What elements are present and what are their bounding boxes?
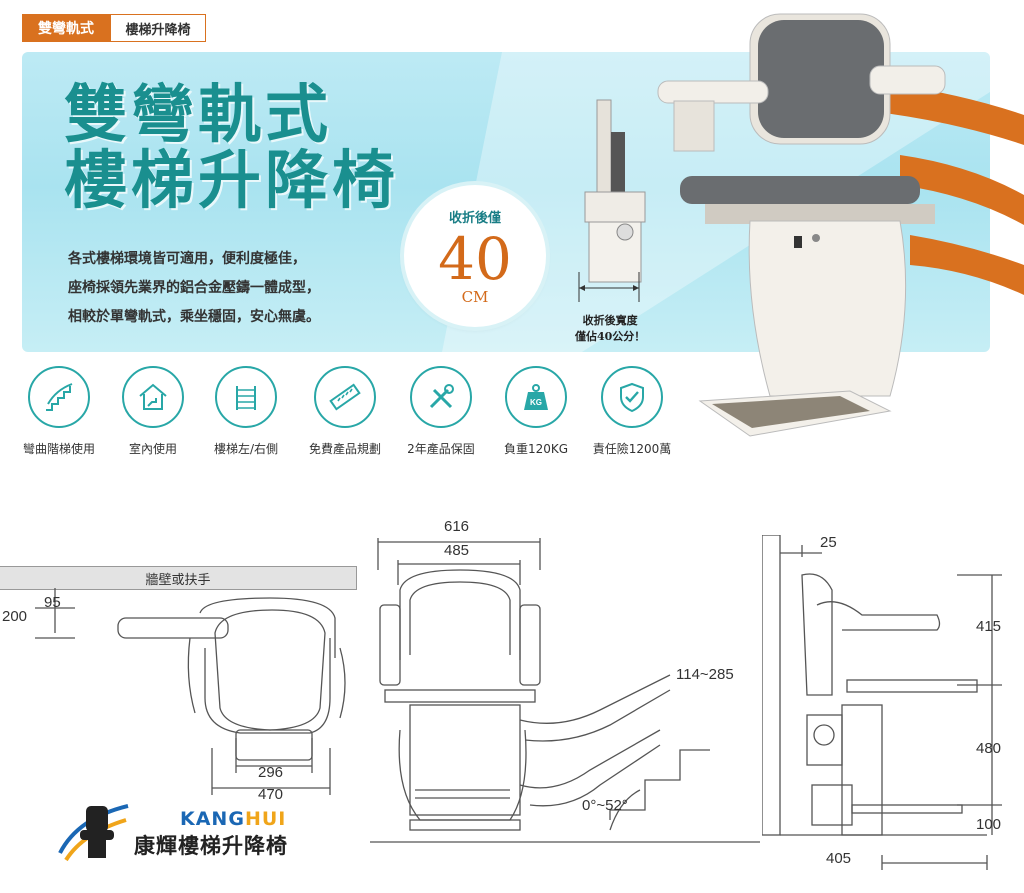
- dim-angle: 0°~52°: [582, 797, 628, 814]
- dim-405: 405: [826, 850, 852, 867]
- ruler-icon: [314, 366, 376, 428]
- dim-415: 415: [976, 618, 1002, 635]
- weight-badge-text: KG: [530, 398, 542, 407]
- logo-en-part1: KANG: [180, 808, 245, 830]
- dim-296: 296: [258, 764, 284, 781]
- dim-485: 485: [444, 542, 470, 559]
- logo-chinese: 康輝樓梯升降椅: [134, 834, 288, 858]
- stairs-left-right-icon: [215, 366, 277, 428]
- folded-width-note: 收折後寬度 僅佔40公分！: [575, 313, 645, 345]
- feature-load: KG 負重120KG: [491, 366, 581, 457]
- weight-kg-icon: KG: [505, 366, 567, 428]
- dim-616: 616: [444, 518, 470, 535]
- dim-rail-range: 114~285: [676, 666, 734, 683]
- dim-100: 100: [976, 816, 1002, 833]
- feature-label: 免費產品規劃: [308, 442, 381, 456]
- stairlift-chair-photo: [657, 13, 946, 437]
- logo-en-part2: HUI: [244, 808, 287, 830]
- feature-stairs-left-right: 樓梯左/右側: [201, 366, 291, 457]
- dim-470: 470: [258, 786, 284, 803]
- indoor-house-icon: [122, 366, 184, 428]
- feature-curved-stairs: 彎曲階梯使用: [14, 366, 104, 457]
- dim-480: 480: [976, 740, 1002, 757]
- feature-insurance: 責任險1200萬: [587, 366, 677, 457]
- front-view-drawing: [370, 538, 760, 843]
- folded-label: 收折後僅: [448, 211, 501, 226]
- fold-note-line: 收折後寬度: [582, 314, 638, 327]
- orange-stripes-decor: [860, 80, 1024, 295]
- banner-title: 雙彎軌式 樓梯升降椅: [64, 82, 399, 214]
- tools-icon: [410, 366, 472, 428]
- banner-description: 各式樓梯環境皆可適用，便利度極佳， 座椅採領先業界的鋁合金壓鑄一體成型， 相較於…: [68, 245, 320, 332]
- feature-label: 責任險1200萬: [592, 442, 672, 456]
- wall-handrail-bar: 牆壁或扶手: [0, 566, 357, 590]
- feature-label: 彎曲階梯使用: [22, 442, 95, 456]
- fold-note-line: 僅佔40公分！: [575, 330, 646, 343]
- feature-indoor: 室內使用: [108, 366, 198, 457]
- dim-25: 25: [820, 534, 837, 551]
- top-view-drawing: [35, 588, 346, 795]
- banner-desc-line: 相較於單彎軌式，乘坐穩固，安心無虞。: [68, 309, 320, 325]
- shield-check-icon: [601, 366, 663, 428]
- dim-200: 200: [2, 608, 28, 625]
- wall-label: 牆壁或扶手: [145, 572, 211, 588]
- tab-secondary: 樓梯升降椅: [110, 14, 206, 42]
- feature-free-planning: 免費產品規劃: [300, 366, 390, 457]
- logo-english: KANGHUI: [180, 808, 286, 830]
- feature-warranty: 2年產品保固: [396, 366, 486, 457]
- curved-stairs-icon: [28, 366, 90, 428]
- banner-desc-line: 各式樓梯環境皆可適用，便利度極佳，: [68, 251, 306, 267]
- folded-size-badge: 收折後僅 40 CM: [404, 185, 546, 327]
- feature-label: 室內使用: [128, 442, 177, 456]
- feature-label: 2年產品保固: [407, 442, 475, 456]
- banner-title-line2: 樓梯升降椅: [64, 144, 399, 217]
- feature-label: 負重120KG: [503, 442, 569, 456]
- feature-label: 樓梯左/右側: [213, 442, 279, 456]
- tab-primary: 雙彎軌式: [22, 14, 110, 42]
- banner-title-line1: 雙彎軌式: [64, 78, 332, 151]
- folded-unit: CM: [461, 288, 489, 306]
- side-view-drawing: [762, 535, 1002, 870]
- banner-desc-line: 座椅採領先業界的鋁合金壓鑄一體成型，: [68, 280, 320, 296]
- folded-value: 40: [438, 225, 512, 293]
- company-logo-mark: [58, 804, 129, 862]
- folded-chair-illustration: [578, 99, 646, 302]
- dim-95: 95: [44, 594, 61, 611]
